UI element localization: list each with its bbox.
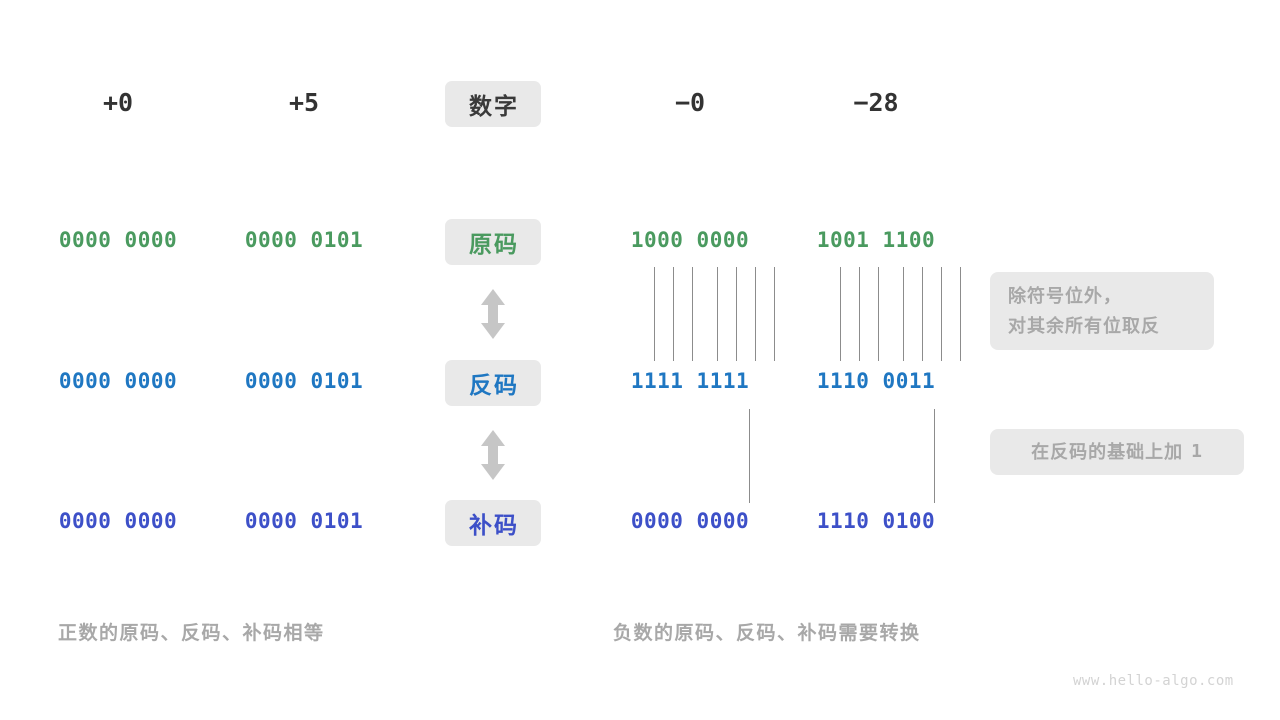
note-add-one: 在反码的基础上加 1 (990, 429, 1244, 475)
note-invert-bits: 除符号位外， 对其余所有位取反 (990, 272, 1214, 350)
badge-twos-complement: 补码 (445, 500, 541, 546)
column-header-minus-zero: −0 (674, 88, 706, 117)
connector-minus-zero-add-one (749, 409, 750, 503)
column-header-plus-zero: +0 (102, 88, 134, 117)
badge-number: 数字 (445, 81, 541, 127)
note-add-one-text: 在反码的基础上加 (1031, 442, 1184, 462)
watermark: www.hello-algo.com (1073, 673, 1234, 689)
cell-ones-complement-minus-zero: 1111 1111 (630, 369, 750, 393)
cell-ones-complement-minus-twentyeight: 1110 0011 (816, 369, 936, 393)
note-invert-line2: 对其余所有位取反 (1008, 316, 1160, 336)
caption-positive: 正数的原码、反码、补码相等 (58, 623, 325, 644)
cell-twos-complement-plus-five: 0000 0101 (244, 509, 364, 533)
cell-twos-complement-minus-twentyeight: 1110 0100 (816, 509, 936, 533)
badge-true-form: 原码 (445, 219, 541, 265)
caption-negative: 负数的原码、反码、补码需要转换 (613, 623, 921, 644)
double-arrow-vertical-icon-2 (478, 429, 508, 486)
note-invert-line1: 除符号位外， (1008, 286, 1122, 306)
cell-ones-complement-plus-zero: 0000 0000 (58, 369, 178, 393)
note-add-one-value: 1 (1191, 441, 1203, 462)
cell-twos-complement-minus-zero: 0000 0000 (630, 509, 750, 533)
badge-ones-complement: 反码 (445, 360, 541, 406)
column-header-minus-twentyeight: −28 (853, 88, 899, 117)
cell-true-form-plus-zero: 0000 0000 (58, 228, 178, 252)
double-arrow-vertical-icon-1 (478, 288, 508, 345)
connector-minus-twentyeight-add-one (934, 409, 935, 503)
cell-twos-complement-plus-zero: 0000 0000 (58, 509, 178, 533)
cell-true-form-plus-five: 0000 0101 (244, 228, 364, 252)
column-header-plus-five: +5 (288, 88, 320, 117)
cell-true-form-minus-zero: 1000 0000 (630, 228, 750, 252)
cell-true-form-minus-twentyeight: 1001 1100 (816, 228, 936, 252)
cell-ones-complement-plus-five: 0000 0101 (244, 369, 364, 393)
